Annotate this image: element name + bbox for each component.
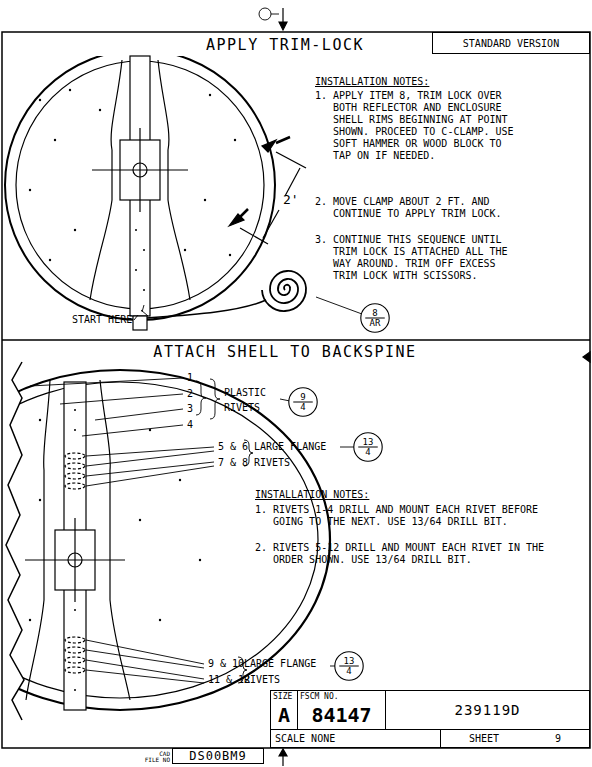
cell-caption: SIZE: [273, 691, 292, 702]
part-name: RIVETS: [254, 457, 290, 469]
title-block-cell: SCALE NONE: [270, 729, 441, 748]
cell-value: 9: [555, 733, 561, 744]
cell-text: SCALE NONE: [275, 733, 335, 744]
notes-heading: INSTALLATION NOTES:: [255, 489, 369, 501]
cell-text: STANDARD VERSION: [463, 38, 559, 49]
callout-text: 4: [346, 666, 351, 676]
item-callout: 134: [353, 432, 383, 462]
section-title: APPLY TRIM-LOCK: [206, 36, 364, 54]
callout-text: 13: [344, 656, 355, 666]
callout-number: 11 & 12: [208, 674, 250, 686]
part-name: PLASTIC: [224, 387, 266, 399]
notes-heading: INSTALLATION NOTES:: [315, 76, 429, 88]
title-block-cell: FSCM NO.84147: [297, 690, 386, 730]
item-callout: 8AR: [360, 303, 390, 333]
version-box: STANDARD VERSION: [432, 32, 590, 54]
item-callout: 94: [288, 387, 318, 417]
callout-text: 4: [300, 402, 305, 412]
callout-text: 13: [363, 437, 374, 447]
cad-value: DS00BM9: [189, 749, 247, 763]
install-note: 2. MOVE CLAMP ABOUT 2 FT. AND CONTINUE T…: [315, 196, 520, 220]
title-block-cell: SHEET 9: [440, 729, 590, 748]
cell-value: A: [278, 702, 290, 728]
part-name: RIVETS: [244, 674, 280, 686]
cad-caption: CAD FILE NO: [144, 751, 170, 763]
cell-caption: FSCM NO.: [300, 691, 339, 702]
callout-text: 9: [300, 392, 305, 402]
callout-number: 5 & 6: [218, 441, 248, 453]
section-title: ATTACH SHELL TO BACKSPINE: [153, 343, 416, 361]
callout-number: 4: [187, 419, 193, 431]
install-note: 1. APPLY ITEM 8, TRIM LOCK OVER BOTH REF…: [315, 90, 520, 162]
install-note: 2. RIVETS 5-12 DRILL AND MOUNT EACH RIVE…: [255, 542, 565, 566]
dimension: 2': [283, 192, 299, 208]
callout-text: 4: [365, 447, 370, 457]
part-name: LARGE FLANGE: [254, 441, 326, 453]
callout-number: 7 & 8: [218, 457, 248, 469]
callout-number: 3: [187, 403, 193, 415]
part-name: RIVETS: [224, 402, 260, 414]
cell-value: 84147: [311, 702, 371, 728]
callout-number: 2: [187, 388, 193, 400]
item-callout: 134: [334, 651, 364, 681]
cell-caption: SHEET: [469, 733, 499, 744]
part-name: LARGE FLANGE: [244, 658, 316, 670]
install-note: 1. RIVETS 1-4 DRILL AND MOUNT EACH RIVET…: [255, 504, 565, 528]
cell-text: 239119D: [454, 702, 520, 718]
install-note: 3. CONTINUE THIS SEQUENCE UNTIL TRIM LOC…: [315, 234, 520, 282]
callout-number: 1: [187, 372, 193, 384]
start-label: START HERE: [72, 314, 132, 326]
callout-text: 8: [372, 308, 377, 318]
drawing-number: 239119D: [385, 690, 590, 730]
title-block-cell: SIZEA: [270, 690, 298, 730]
callout-number: 9 & 10: [208, 658, 244, 670]
callout-text: AR: [370, 318, 381, 328]
cad-file-box: CAD FILE NODS00BM9: [172, 748, 264, 764]
